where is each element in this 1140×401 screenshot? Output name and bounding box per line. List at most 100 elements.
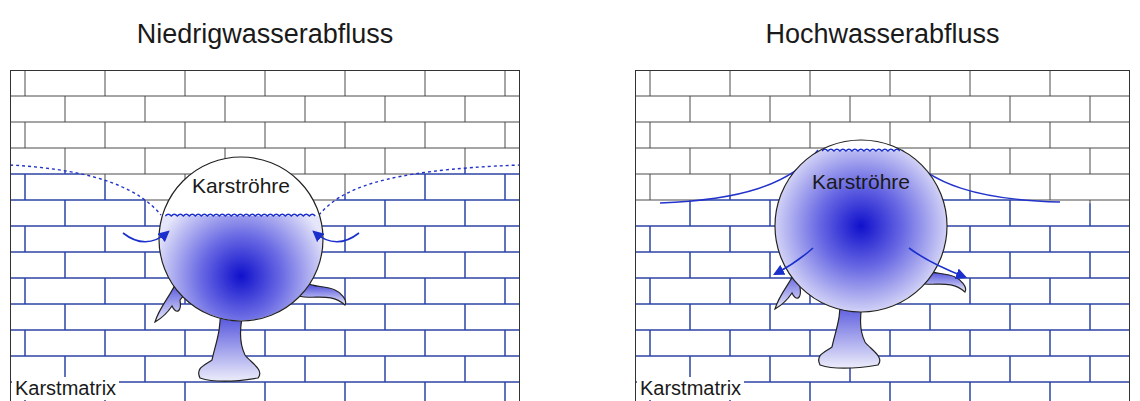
brick-line bbox=[265, 70, 266, 96]
brick-line bbox=[105, 330, 106, 356]
brick-line bbox=[185, 122, 186, 148]
brick-line bbox=[650, 122, 651, 148]
brick-line bbox=[105, 174, 106, 200]
brick-line bbox=[385, 200, 386, 226]
brick-line bbox=[770, 304, 771, 330]
brick-line bbox=[185, 70, 186, 96]
aquifer-panel: HochwasserabflussKarstmatrixKarströhre bbox=[635, 70, 1130, 401]
brick-line bbox=[305, 148, 306, 174]
brick-line bbox=[505, 226, 506, 252]
brick-line bbox=[105, 330, 106, 356]
brick-line bbox=[345, 174, 346, 200]
brick-line bbox=[690, 96, 691, 122]
brick-line bbox=[105, 70, 106, 96]
brick-line bbox=[930, 148, 931, 174]
brick-line bbox=[930, 96, 931, 122]
brick-line bbox=[650, 70, 651, 96]
brick-line bbox=[425, 174, 426, 200]
brick-line bbox=[265, 330, 266, 356]
brick-line bbox=[1010, 200, 1011, 226]
brick-line bbox=[1090, 252, 1091, 278]
brick-line bbox=[65, 96, 66, 122]
brick-line bbox=[345, 70, 346, 96]
brick-line bbox=[345, 174, 346, 200]
brick-line bbox=[145, 200, 146, 226]
brick-line bbox=[25, 122, 26, 148]
brick-line bbox=[505, 330, 506, 356]
brick-line bbox=[25, 278, 26, 304]
brick-line bbox=[890, 382, 891, 401]
brick-line bbox=[185, 382, 186, 401]
brick-line bbox=[730, 70, 731, 96]
brick-line bbox=[505, 122, 506, 148]
brick-line bbox=[1050, 122, 1051, 148]
brick-line bbox=[65, 200, 66, 226]
brick-line bbox=[810, 330, 811, 356]
brick-line bbox=[650, 278, 651, 304]
brick-line bbox=[465, 148, 466, 174]
conduit-water bbox=[159, 216, 323, 321]
brick-line bbox=[1010, 304, 1011, 330]
brick-line bbox=[635, 96, 1130, 97]
brick-line bbox=[1050, 226, 1051, 252]
brick-line bbox=[890, 122, 891, 148]
brick-line bbox=[305, 356, 306, 382]
brick-line bbox=[225, 96, 226, 122]
brick-line bbox=[1010, 96, 1011, 122]
brick-line bbox=[505, 278, 506, 304]
brick-line bbox=[385, 304, 386, 330]
brick-line bbox=[465, 252, 466, 278]
matrix-label: Karstmatrix bbox=[637, 377, 744, 400]
brick-line bbox=[810, 70, 811, 96]
brick-line bbox=[345, 122, 346, 148]
brick-line bbox=[345, 382, 346, 401]
brick-line bbox=[650, 122, 651, 148]
brick-line bbox=[1010, 148, 1011, 174]
brick-line bbox=[810, 122, 811, 148]
brick-line bbox=[890, 330, 891, 356]
brick-line bbox=[65, 96, 66, 122]
brick-line bbox=[1090, 356, 1091, 382]
brick-line bbox=[105, 122, 106, 148]
brick-line bbox=[730, 226, 731, 252]
exchange-flow-arrow bbox=[314, 232, 359, 242]
brick-line bbox=[970, 122, 971, 148]
conduit-air bbox=[775, 140, 947, 312]
brick-line bbox=[185, 122, 186, 148]
brick-line bbox=[145, 200, 146, 226]
brick-line bbox=[650, 278, 651, 304]
brick-line bbox=[930, 304, 931, 330]
brick-line bbox=[690, 252, 691, 278]
brick-line bbox=[1050, 122, 1051, 148]
brick-line bbox=[265, 122, 266, 148]
brick-line bbox=[10, 148, 520, 149]
brick-line bbox=[385, 356, 386, 382]
brick-line bbox=[385, 252, 386, 278]
saturated-brick-lines bbox=[10, 70, 520, 401]
brick-line bbox=[1090, 304, 1091, 330]
brick-line bbox=[650, 226, 651, 252]
brick-line bbox=[345, 226, 346, 252]
brick-line bbox=[505, 174, 506, 200]
brick-line bbox=[690, 200, 691, 226]
brick-line bbox=[25, 70, 26, 96]
brick-line bbox=[970, 382, 971, 401]
brick-line bbox=[635, 122, 1130, 123]
exchange-flow-arrow bbox=[775, 248, 813, 274]
brick-line bbox=[730, 278, 731, 304]
brick-line bbox=[385, 96, 386, 122]
brick-line bbox=[1050, 330, 1051, 356]
brick-line bbox=[890, 330, 891, 356]
brick-line bbox=[970, 330, 971, 356]
brick-line bbox=[770, 96, 771, 122]
brick-line bbox=[145, 356, 146, 382]
brick-line bbox=[505, 278, 506, 304]
brick-line bbox=[425, 330, 426, 356]
brick-line bbox=[265, 70, 266, 96]
brick-line bbox=[1090, 304, 1091, 330]
brick-line bbox=[505, 174, 506, 200]
conduit-outline bbox=[775, 140, 947, 312]
brick-line bbox=[505, 226, 506, 252]
brick-line bbox=[770, 356, 771, 382]
brick-line bbox=[25, 278, 26, 304]
